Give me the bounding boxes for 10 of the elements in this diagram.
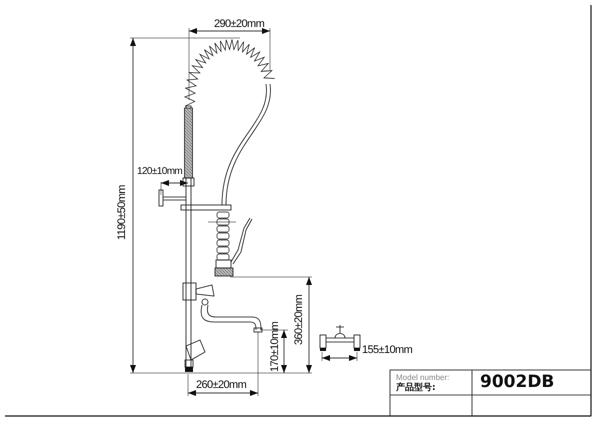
dimension-label: 155±10mm [362, 345, 412, 356]
dimension-label: 360±20mm [294, 294, 305, 345]
dimension-label: 1190±50mm [117, 185, 128, 240]
model-number: 9002DB [480, 374, 554, 391]
dimension-label: 170±10mm [270, 322, 281, 372]
dimension-label: 120±10mm [137, 167, 182, 177]
field-label: 产品型号: [396, 384, 436, 393]
dimension-label: 260±20mm [196, 380, 246, 391]
field-label: Model number: [396, 374, 450, 382]
dimension-label: 290±20mm [214, 19, 264, 30]
